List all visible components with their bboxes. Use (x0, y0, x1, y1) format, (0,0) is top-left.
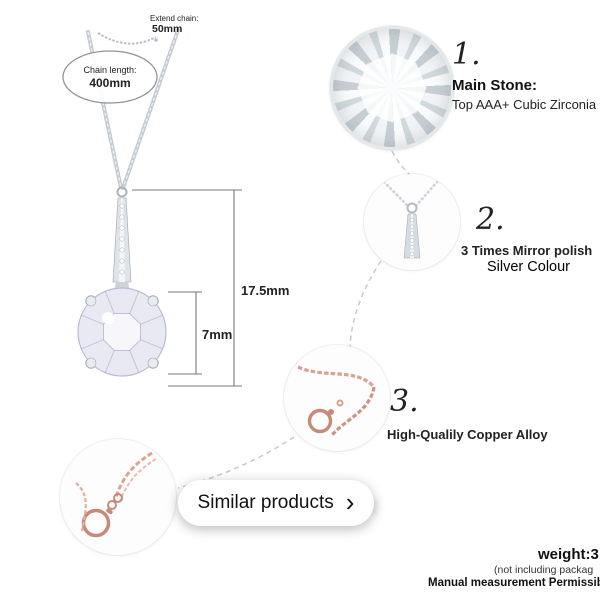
feature-1-number: 1. (452, 37, 481, 72)
pendant-bail-illustration (379, 174, 445, 259)
chain-length-value: 400mm (89, 76, 130, 90)
feature-3-number: 3. (390, 384, 419, 419)
pendant-height-label: 17.5mm (241, 283, 289, 298)
chain-length-label: Chain length: (83, 65, 136, 75)
similar-products-button[interactable]: Similar products › (178, 480, 374, 526)
feature-3-desc: High-Qualily Copper Alloy (387, 427, 548, 442)
feature-2-number: 2. (476, 202, 505, 237)
measurement-note: Manual measurement Permissible err (428, 577, 600, 589)
packaging-note: (not including packag (494, 564, 594, 576)
pendant-height-dimension (132, 189, 242, 387)
weight-text: weight:3 (538, 546, 599, 563)
copper-chain-photo (284, 345, 390, 451)
pendant-bail-photo (364, 174, 460, 270)
main-stone-photo (330, 26, 454, 150)
extend-chain-value: 50mm (152, 23, 182, 35)
feature-2-note: Silver Colour (487, 259, 570, 275)
similar-products-label: Similar products (197, 492, 334, 513)
feature-2-desc: 3 Times Mirror polish (461, 243, 593, 258)
feature-1-desc: Top AAA+ Cubic Zirconia (452, 97, 597, 112)
clasp-detail-photo (60, 439, 176, 555)
necklace-measurement-diagram: Extend chain: 50mm Chain length: 400mm (62, 14, 289, 387)
clasp-illustration (75, 451, 157, 538)
rose-gold-chain-illustration (297, 365, 376, 437)
extender-chain (97, 32, 157, 45)
pendant-loop (116, 186, 128, 198)
feature-1-title: Main Stone: (452, 77, 537, 94)
extend-chain-label: Extend chain: (150, 14, 198, 23)
chevron-right-icon: › (345, 486, 355, 517)
stone-width-label: 7mm (202, 327, 232, 342)
chain-length-bubble (62, 50, 158, 104)
stone-width-dimension (168, 291, 202, 375)
